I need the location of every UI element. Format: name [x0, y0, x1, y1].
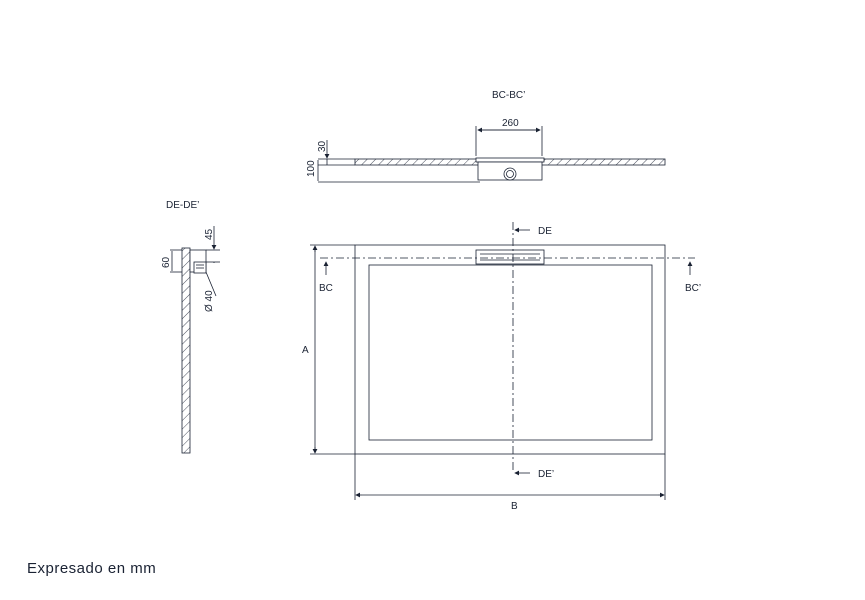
- plan-view: [310, 222, 695, 500]
- cut-bc-left-label: BC: [319, 283, 333, 294]
- section-de-view: [170, 226, 220, 454]
- section-bc-title: BC-BC’: [492, 90, 525, 101]
- dim-pipe-label: Ø 40: [204, 290, 215, 312]
- dim-100-label: 100: [306, 160, 317, 177]
- cut-de-top-label: DE: [538, 226, 552, 237]
- drain-outlet: [503, 167, 517, 181]
- pipe-outlet: [193, 261, 207, 274]
- drain-channel-plan: [475, 249, 545, 265]
- section-bc-view: [317, 126, 666, 183]
- dim-30-label: 30: [317, 140, 328, 152]
- tray-outline: [354, 244, 666, 455]
- cut-bc-right-label: BC’: [685, 283, 701, 294]
- tray-inner-area: [368, 264, 653, 441]
- dim-b-label: B: [511, 501, 518, 512]
- units-note: Expresado en mm: [27, 560, 157, 577]
- drain-grate: [475, 157, 545, 163]
- cut-de-bottom-label: DE’: [538, 469, 554, 480]
- dim-60-label: 60: [161, 256, 172, 268]
- dim-260-label: 260: [502, 118, 519, 129]
- dim-a-label: A: [302, 345, 309, 356]
- section-de-title: DE-DE’: [166, 200, 199, 211]
- tray-profile-section: [181, 247, 191, 454]
- dim-45-label: 45: [204, 228, 215, 240]
